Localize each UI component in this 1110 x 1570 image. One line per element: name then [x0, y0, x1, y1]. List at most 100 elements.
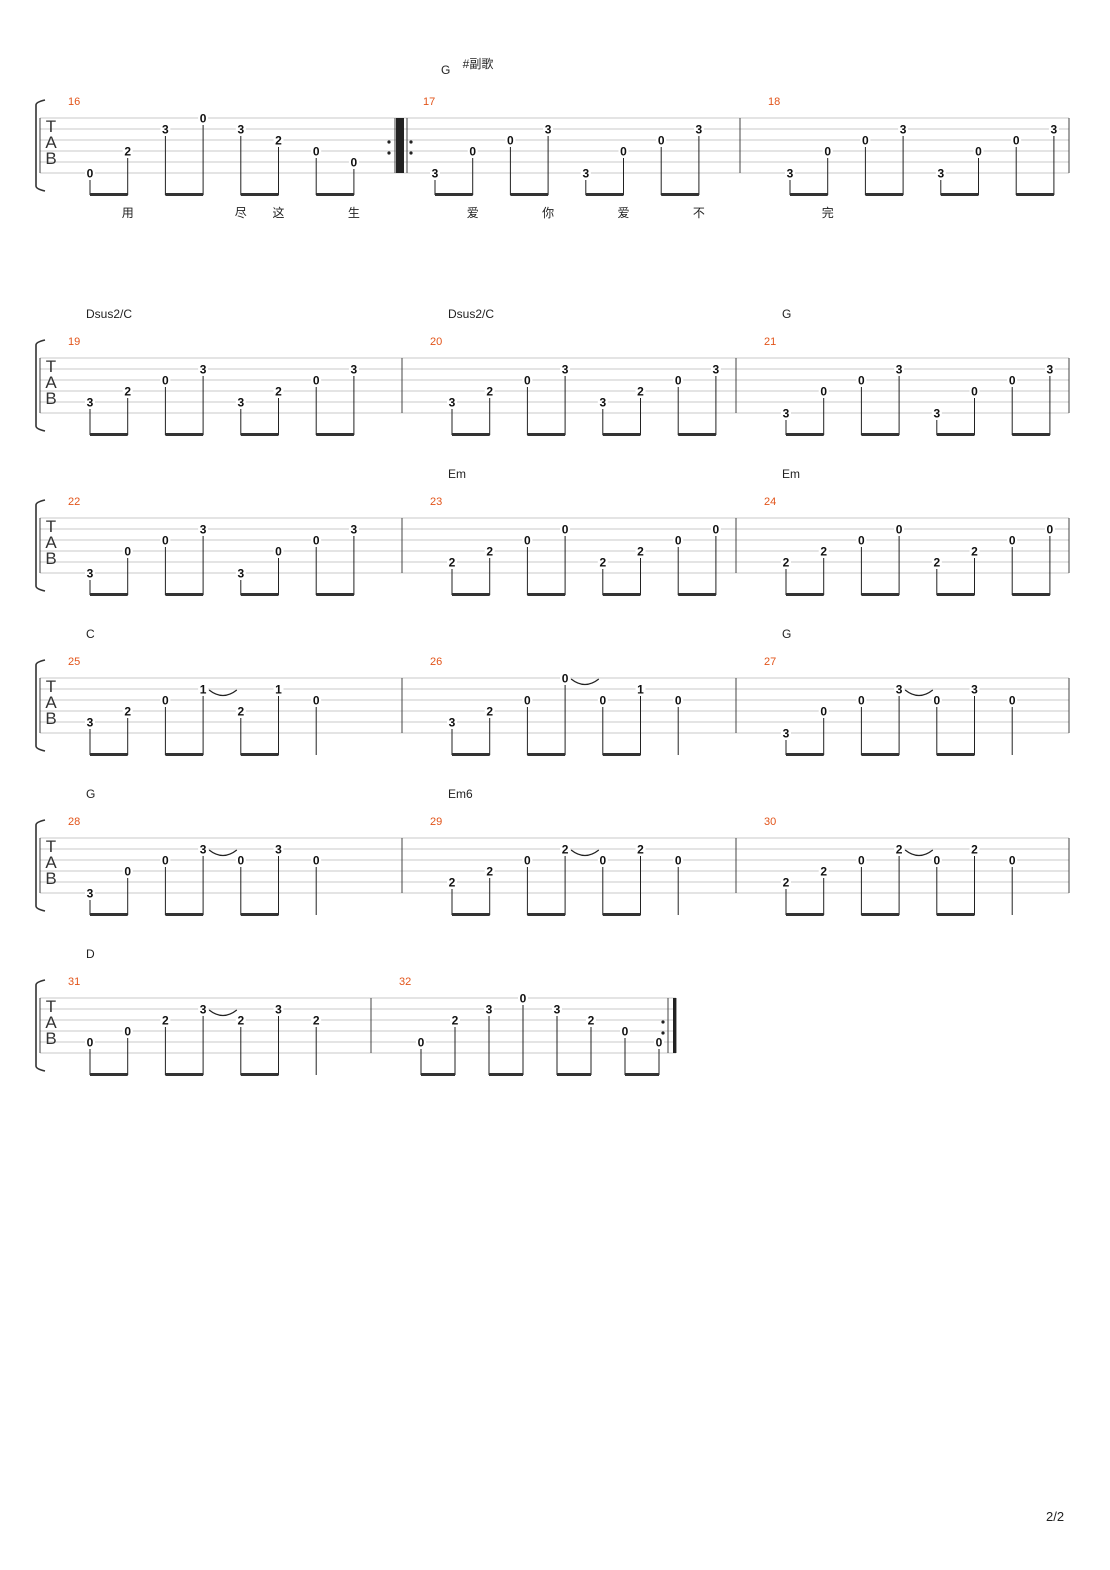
beam [602, 913, 641, 916]
fret-number: 0 [162, 854, 169, 868]
tab-clef-letter: A [45, 373, 57, 392]
fret-number: 0 [313, 374, 320, 388]
measure-number: 32 [399, 976, 411, 988]
tab-clef-letter: A [45, 533, 57, 552]
fret-number: 2 [820, 545, 827, 559]
fret-knockout [822, 145, 833, 157]
fret-knockout [969, 545, 980, 557]
fret-number: 3 [933, 407, 940, 421]
fret-knockout [560, 523, 571, 535]
beam [90, 1073, 128, 1076]
beam [940, 193, 979, 196]
fret-knockout [447, 876, 457, 888]
fret-number: 3 [783, 407, 790, 421]
fret-knockout [710, 363, 721, 375]
fret-number: 3 [351, 363, 358, 377]
fret-knockout [818, 865, 829, 877]
beam [678, 433, 716, 436]
fret-number: 1 [275, 683, 282, 697]
fret-knockout [931, 694, 942, 706]
fret-number: 0 [862, 134, 869, 148]
fret-number: 0 [933, 854, 940, 868]
fret-number: 3 [783, 727, 790, 741]
fret-knockout [1007, 374, 1018, 386]
beam [527, 753, 566, 756]
repeat-barline [396, 118, 404, 173]
beam [316, 593, 354, 596]
beam [527, 913, 566, 916]
measure-number: 23 [430, 496, 442, 508]
fret-number: 2 [313, 1014, 320, 1028]
fret-knockout [560, 843, 571, 855]
beam [786, 753, 824, 756]
fret-number: 2 [599, 556, 606, 570]
fret-number: 0 [87, 167, 94, 181]
fret-number: 0 [858, 374, 865, 388]
fret-knockout [273, 1003, 284, 1015]
beam [240, 593, 279, 596]
fret-knockout [160, 1014, 171, 1026]
beam [786, 593, 824, 596]
fret-knockout [552, 1003, 562, 1015]
fret-number: 3 [237, 567, 244, 581]
tie-arc [904, 689, 934, 697]
fret-number: 0 [658, 134, 665, 148]
fret-knockout [447, 396, 457, 408]
fret-number: 0 [162, 694, 169, 708]
fret-number: 0 [933, 694, 940, 708]
fret-number: 0 [656, 1036, 663, 1050]
fret-knockout [635, 683, 646, 695]
lyric: 生 [348, 206, 360, 220]
beam [165, 433, 204, 436]
beam [421, 1073, 455, 1076]
fret-number: 3 [449, 716, 456, 730]
fret-knockout [160, 854, 171, 866]
beam [435, 193, 473, 196]
fret-knockout [586, 1014, 596, 1026]
fret-knockout [969, 683, 980, 695]
fret-number: 0 [124, 545, 131, 559]
chord-name: G [441, 63, 450, 77]
fret-knockout [1011, 134, 1022, 146]
fret-number: 0 [200, 112, 207, 126]
fret-knockout [311, 374, 322, 386]
fret-knockout [85, 1036, 95, 1048]
fret-knockout [348, 363, 359, 375]
beam [602, 753, 641, 756]
fret-number: 0 [524, 694, 531, 708]
fret-number: 0 [675, 534, 682, 548]
fret-knockout [311, 145, 322, 157]
measure-number: 21 [764, 336, 776, 348]
beam [790, 193, 828, 196]
beam [240, 193, 279, 196]
chord-name: Em [448, 467, 466, 481]
fret-number: 1 [200, 683, 207, 697]
beam [625, 1073, 659, 1076]
fret-knockout [597, 556, 608, 568]
system-bracket [35, 339, 46, 432]
fret-number: 2 [562, 843, 569, 857]
fret-knockout [467, 145, 478, 157]
fret-number: 0 [313, 854, 320, 868]
beam [527, 433, 566, 436]
fret-knockout [122, 545, 133, 557]
system-bracket [35, 819, 46, 912]
fret-number: 0 [1009, 534, 1016, 548]
repeat-dot [387, 140, 391, 144]
fret-knockout [160, 123, 171, 135]
beam [1016, 193, 1054, 196]
fret-number: 0 [351, 156, 358, 170]
repeat-dot [409, 151, 413, 155]
fret-number: 3 [937, 167, 944, 181]
fret-knockout [85, 716, 95, 728]
fret-number: 0 [858, 854, 865, 868]
fret-number: 0 [524, 854, 531, 868]
beam [861, 433, 900, 436]
lyric: 完 [822, 205, 834, 220]
fret-knockout [673, 374, 684, 386]
fret-knockout [931, 556, 942, 568]
fret-number: 2 [124, 385, 131, 399]
fret-number: 0 [1009, 374, 1016, 388]
fret-knockout [898, 123, 909, 135]
